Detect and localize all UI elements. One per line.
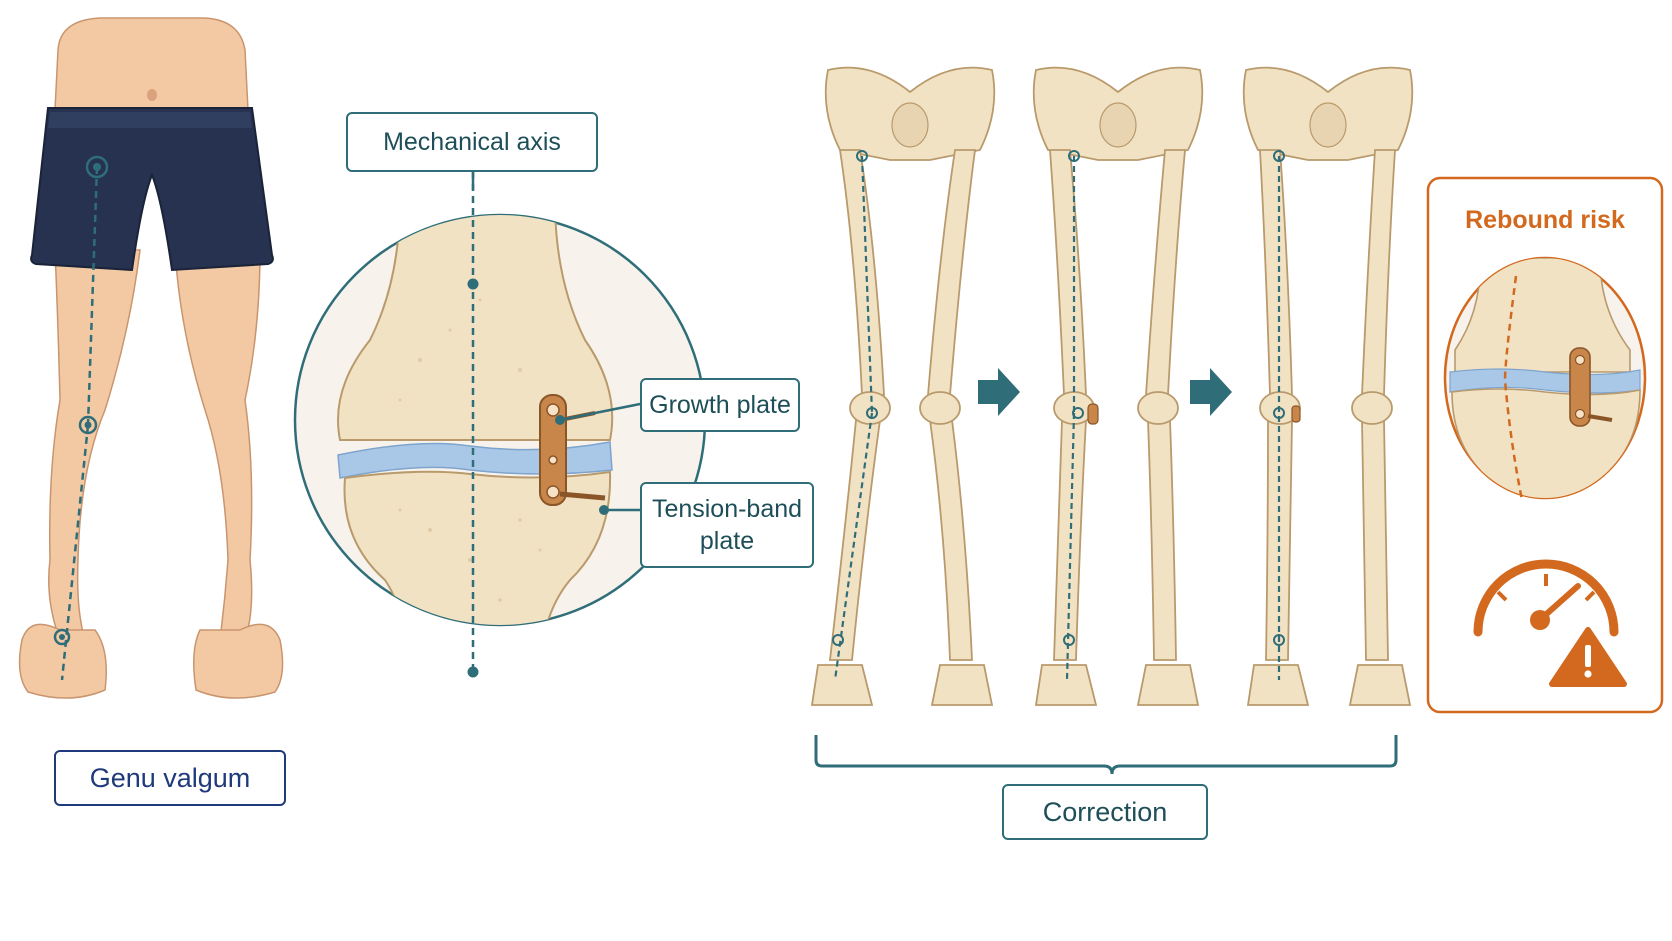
tension-band-text-line2: plate <box>699 527 755 555</box>
navel <box>147 89 157 101</box>
warning-triangle-icon <box>1549 627 1627 687</box>
correction-bracket <box>814 735 1398 775</box>
growth-plate-label: Growth plate <box>640 378 800 432</box>
mechanical-axis-text: Mechanical axis <box>383 128 561 156</box>
correction-text: Correction <box>1042 797 1168 827</box>
mechanical-axis-label: Mechanical axis <box>346 112 598 172</box>
rebound-risk-panel <box>1426 176 1664 714</box>
growth-plate-text: Growth plate <box>649 391 791 419</box>
tension-band-plate-label: Tension-band plate <box>640 482 814 568</box>
correction-stage-1 <box>810 66 996 706</box>
rebound-risk-title: Rebound risk <box>1428 206 1662 235</box>
rebound-implant <box>1569 347 1613 427</box>
genu-valgum-label: Genu valgum <box>54 750 286 806</box>
rebound-risk-text: Rebound risk <box>1465 206 1625 234</box>
correction-stage-3 <box>1242 66 1414 706</box>
correction-stage-2 <box>1032 66 1204 706</box>
arrow-right-icon <box>978 368 1020 416</box>
correction-label: Correction <box>1002 784 1208 840</box>
tension-band-text-line1: Tension-band <box>651 495 803 523</box>
child-figure <box>18 17 284 699</box>
gauge-icon <box>1473 559 1619 637</box>
genu-valgum-text: Genu valgum <box>89 763 251 793</box>
arrow-right-icon <box>1190 368 1232 416</box>
